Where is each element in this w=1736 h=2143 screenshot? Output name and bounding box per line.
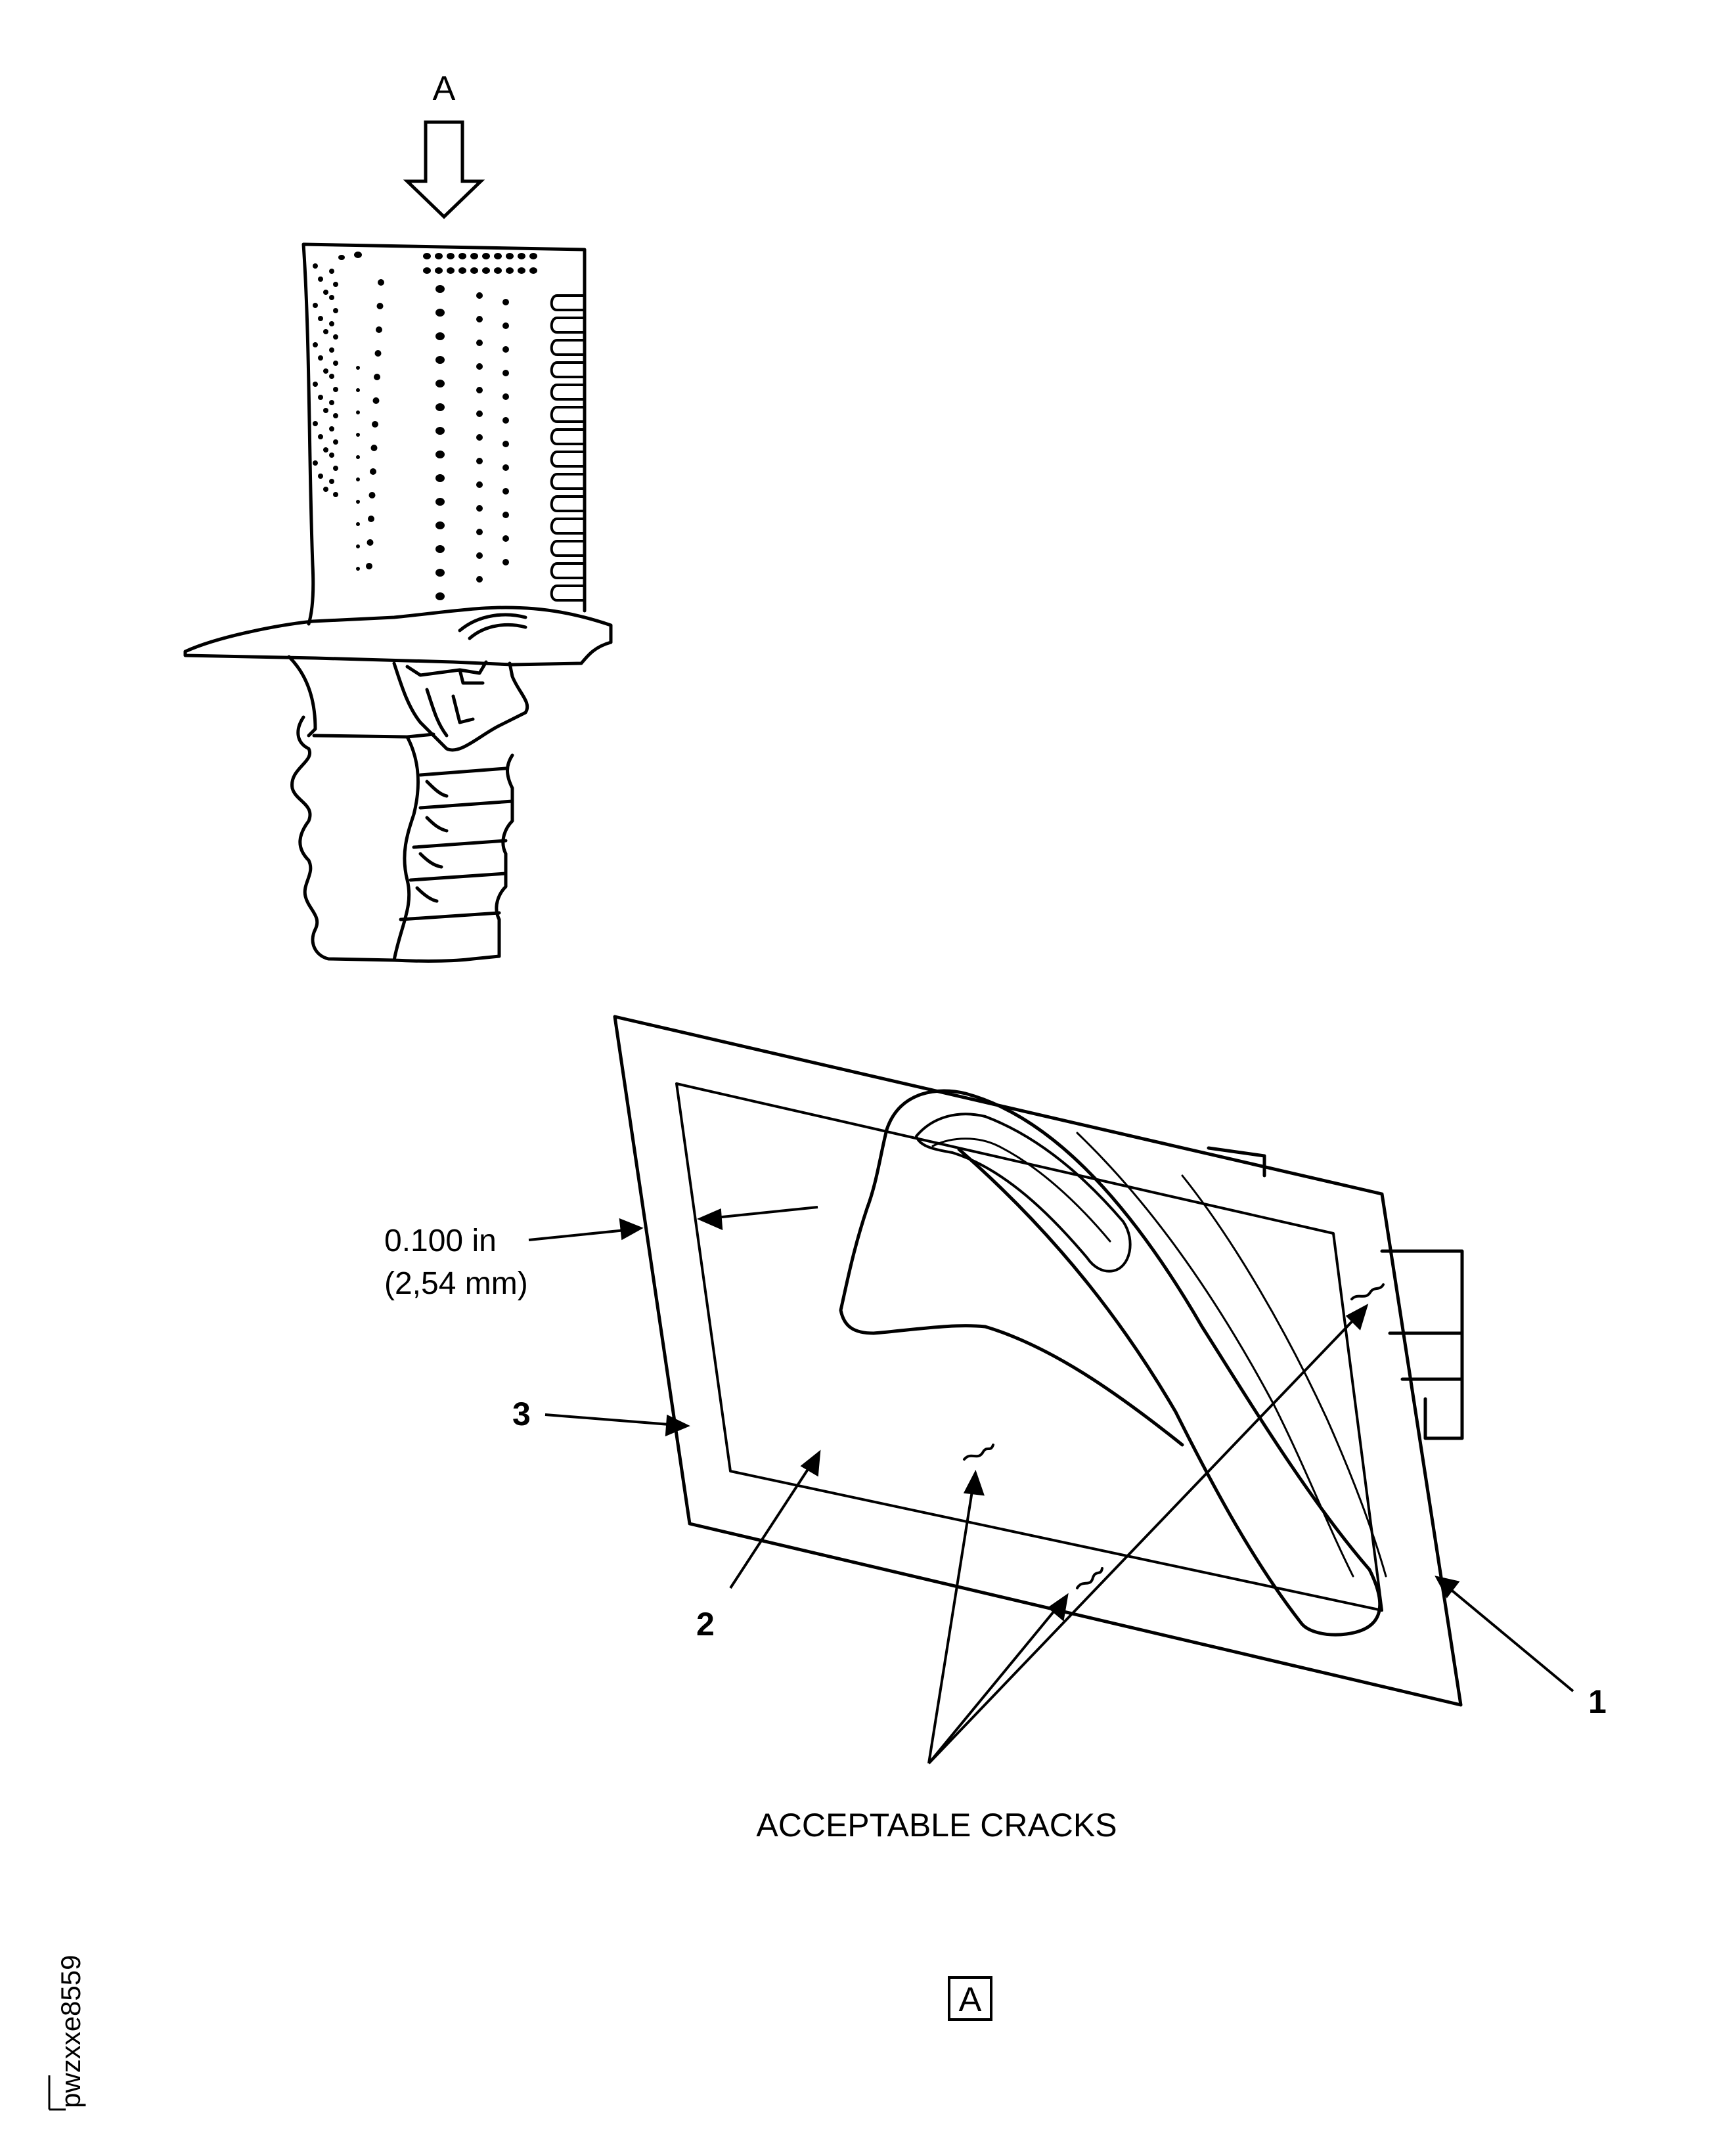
trailing-edge-slots <box>550 294 586 602</box>
airfoil-outline <box>301 242 587 626</box>
figure-id: pwzxxe8559 <box>55 1955 86 2108</box>
leader-lines <box>528 1206 1574 1765</box>
acceptable-cracks-label: ACCEPTABLE CRACKS <box>756 1807 1117 1844</box>
crack-mark <box>1350 1283 1385 1300</box>
airfoil-section <box>885 1089 1382 1637</box>
platform-outer-edge <box>613 1015 1463 1707</box>
dimension-label: 0.100 in (2,54 mm) <box>384 1224 528 1301</box>
view-label-box: A <box>948 1976 992 2021</box>
dimension-metric: (2,54 mm) <box>384 1266 528 1301</box>
blade-platform <box>183 606 613 667</box>
view-direction-arrow: A <box>403 70 485 219</box>
inspection-area-boundary <box>675 1082 1383 1612</box>
callout-1: 1 <box>1588 1683 1607 1720</box>
dimension-imperial: 0.100 in <box>384 1224 497 1258</box>
cooling-holes <box>313 252 537 600</box>
view-arrow-label: A <box>433 70 456 108</box>
crack-mark <box>963 1444 994 1461</box>
cooling-passage <box>915 1113 1132 1273</box>
view-label: A <box>959 1981 982 2019</box>
blade-shank <box>287 655 529 752</box>
fir-tree-root <box>290 715 514 963</box>
section-view-a <box>613 1015 1464 1707</box>
callout-2: 2 <box>696 1606 715 1643</box>
callout-3: 3 <box>512 1396 531 1432</box>
crack-mark <box>1076 1567 1103 1589</box>
shank-block <box>1207 1146 1464 1440</box>
figure-id-mark: pwzxxe8559 <box>48 1955 86 2111</box>
turbine-blade-drawing <box>183 242 613 963</box>
